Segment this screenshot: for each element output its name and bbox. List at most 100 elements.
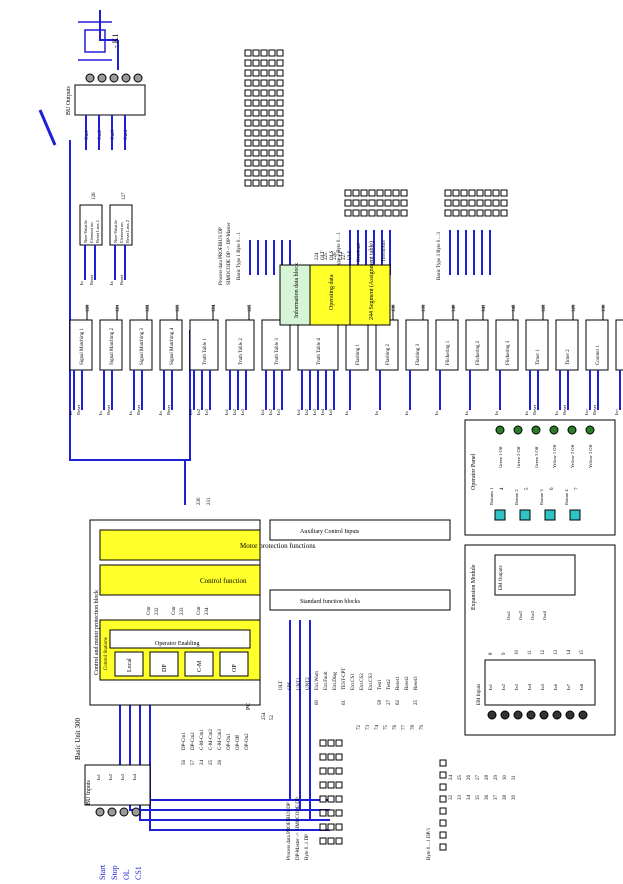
std-function-num: 60 [315, 700, 320, 706]
bit-cell [368, 209, 376, 217]
function-input-label: In [68, 411, 73, 415]
bit-cell [260, 79, 268, 87]
function-input-label: Reset [76, 404, 81, 415]
led-icon [513, 425, 523, 435]
bottom-terminal-cell [335, 767, 343, 775]
em-input-num: 10 [515, 650, 520, 656]
info-num: 226 [333, 252, 338, 260]
function-block-label: Truth Table 1 [203, 338, 208, 365]
function-block-label: Flashing 3 [416, 344, 421, 365]
terminal-screw-icon [513, 710, 523, 720]
nonvolatile-box [79, 204, 103, 246]
std-function-num: 27 [387, 700, 392, 706]
bottom-terminal-cell [335, 781, 343, 789]
bit-cell [276, 169, 284, 177]
bit-cell [452, 199, 460, 207]
bit-cell [260, 119, 268, 127]
bottom-terminal-cell [335, 753, 343, 761]
input-label: Stop [110, 865, 119, 880]
std-function-label: Ext.Warn [315, 671, 320, 690]
bu-input-pin: In4 [132, 773, 137, 780]
bit-cell [492, 199, 500, 207]
cm-label: C-M-Cm1 [200, 729, 205, 750]
bit-cell [276, 119, 284, 127]
em-input-num: 15 [580, 650, 585, 656]
bottom-terminal-cell [439, 819, 447, 827]
bit-cell [492, 189, 500, 197]
em-outputs-label: EM Outputs [499, 565, 504, 590]
em-input-pin: In2 [501, 684, 506, 690]
bit-cell [400, 189, 408, 197]
bottom-num: 38 [503, 795, 508, 801]
std-function-label: Ext.CS2 [360, 673, 365, 690]
function-input-label: In2 [268, 409, 273, 415]
bit-cell [460, 189, 468, 197]
bit-block-label: Basic Type 2 Byte 0…1 [337, 232, 342, 280]
nonvolatile-label: Element on [89, 222, 94, 243]
function-input-label: In3 [240, 408, 245, 415]
function-block-num: 129 [572, 304, 577, 312]
nonvolatile-input: Reset [89, 274, 94, 285]
auxiliary-label: Auxiliary Control Inputs [300, 529, 360, 535]
bit-cell [268, 89, 276, 97]
em-input-pin: In8 [579, 683, 584, 690]
bottom-terminal-cell [335, 837, 343, 845]
em-input-pin: In3 [514, 683, 519, 690]
bottom-terminal-cell [327, 809, 335, 817]
std-function-label: Test1 [378, 679, 383, 690]
bit-cell [268, 99, 276, 107]
auxiliary-inputs-box [269, 519, 451, 541]
em-inputs-label: EM Inputs [477, 684, 482, 705]
bottom-num: 28 [485, 775, 490, 781]
bit-cell [244, 79, 252, 87]
led-icon [495, 425, 505, 435]
function-block-num: 125 [248, 304, 253, 312]
std-function-label: Ext.Fault [324, 671, 329, 690]
nonvolatile-label: Reset Loss 1 [95, 220, 100, 243]
function-input-label: In2 [304, 409, 309, 415]
function-input-label: In2 [196, 409, 201, 415]
bit-cell [268, 149, 276, 157]
function-block-num: 141 [482, 304, 487, 312]
em-input-pin: In5 [540, 683, 545, 690]
bit-cell [268, 119, 276, 127]
bit-cell [260, 89, 268, 97]
function-input-label: In2 [232, 409, 237, 415]
bit-cell [252, 79, 260, 87]
operating-data-label: Operating data [329, 274, 335, 310]
bit-cell [484, 209, 492, 217]
nonvolatile-label: Element on [119, 222, 124, 243]
bottom-num: 24 [449, 775, 454, 781]
bottom-num: 36 [485, 795, 490, 801]
info-pin: ULT [339, 251, 344, 260]
function-block-box [495, 319, 519, 371]
control-function-label: Control function [200, 577, 247, 585]
cm-label: DP-Cm1 [182, 732, 187, 750]
function-block-num: 140 [452, 304, 457, 312]
bu-output-pin: Out4 [124, 130, 129, 141]
led-icon [549, 425, 559, 435]
bit-cell [260, 149, 268, 157]
byte-label: Byte 0…1 DP/1 [427, 827, 432, 860]
bottom-terminal-cell [327, 823, 335, 831]
info-pin: ULE [348, 250, 353, 260]
function-block-num: 121 [116, 304, 121, 312]
function-input-label: In1 [296, 409, 301, 415]
bottom-num: 72 [357, 725, 362, 731]
bit-cell [244, 179, 252, 187]
bottom-num: 37 [494, 795, 499, 801]
bit-cell [384, 199, 392, 207]
bit-cell [460, 209, 468, 217]
function-block-box [465, 319, 489, 371]
bit-cell [276, 149, 284, 157]
input-label: Start [98, 864, 107, 880]
dp-label: DP-Master -> SIMOCODE DP [296, 797, 301, 860]
function-block-label: Signal Matching 1 [80, 328, 85, 365]
panel-button-num: 7 [575, 487, 580, 490]
bit-cell [268, 79, 276, 87]
nonvolatile-label: Non-Volatile [113, 220, 118, 243]
cm-num: 25 [209, 760, 214, 766]
function-block-box [261, 319, 291, 371]
led-icon [585, 425, 595, 435]
